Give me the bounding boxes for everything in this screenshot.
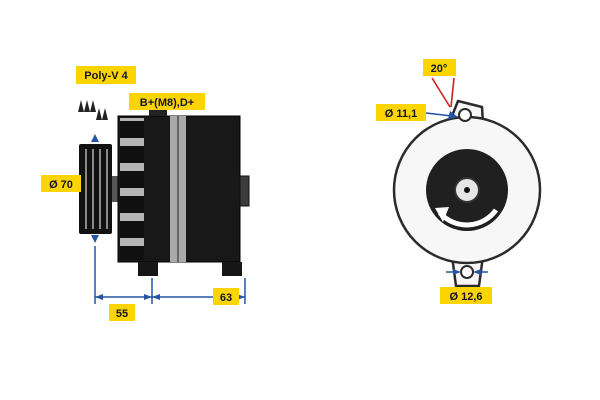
terminals-text: B+(M8),D+ xyxy=(140,97,194,109)
pulley-shaft xyxy=(112,176,120,202)
angle-line xyxy=(431,77,451,108)
shaft-center xyxy=(464,187,470,193)
connector-lug xyxy=(239,175,250,207)
label-background xyxy=(41,175,81,192)
label-background xyxy=(213,288,239,305)
diameter-arrow-bottom xyxy=(91,235,99,243)
label-background xyxy=(76,66,136,84)
front-view: 20° Ø 11,1 Ø 12,6 xyxy=(376,59,542,304)
cooling-fin xyxy=(120,196,144,213)
label-dim-63: 63 xyxy=(213,288,239,305)
dim-arrow xyxy=(453,269,461,275)
label-background xyxy=(376,104,426,121)
rotation-arrowhead xyxy=(435,207,449,222)
bottom-lug-hole xyxy=(460,265,474,279)
pulley-diameter-text: Ø 70 xyxy=(49,179,73,191)
angle-line xyxy=(450,77,455,108)
top-lug-hole xyxy=(458,108,472,122)
cooling-fin xyxy=(120,146,144,163)
dim-arrow xyxy=(152,294,160,300)
cooling-fin xyxy=(120,221,144,238)
dim-63-text: 63 xyxy=(220,292,232,304)
pulley-body xyxy=(79,144,112,234)
mounting-foot-left xyxy=(138,262,158,276)
top-hole-callout: Ø 11,1 xyxy=(376,104,458,121)
dim-arrow xyxy=(473,269,481,275)
bottom-hole-callout: Ø 12,6 xyxy=(440,269,492,304)
mounting-foot-right xyxy=(222,262,242,276)
angle-callout: 20° xyxy=(423,59,456,108)
belt-rib-icon xyxy=(78,100,96,112)
label-background xyxy=(423,59,456,76)
belt-rib-icon xyxy=(96,108,108,120)
rotation-arrow-icon xyxy=(435,207,499,228)
rotation-arc xyxy=(438,208,499,228)
angle-text: 20° xyxy=(431,63,448,75)
label-terminals: B+(M8),D+ xyxy=(129,93,205,110)
fin-column xyxy=(120,118,144,260)
cooling-fin xyxy=(120,171,144,188)
pulley xyxy=(79,134,120,243)
label-background xyxy=(129,93,205,110)
top-hole-text: Ø 11,1 xyxy=(385,108,417,120)
diameter-arrow-top xyxy=(91,134,99,142)
dim-55-text: 55 xyxy=(116,308,128,320)
belt-type-text: Poly-V 4 xyxy=(84,70,128,82)
cooling-fin xyxy=(120,121,144,138)
label-background xyxy=(440,287,492,304)
label-belt-type: Poly-V 4 xyxy=(76,66,136,84)
belt-profile-icon xyxy=(78,100,108,120)
bottom-hole-text: Ø 12,6 xyxy=(449,291,482,303)
terminal-stud xyxy=(149,106,167,116)
leader-line xyxy=(425,112,453,117)
label-pulley-diameter: Ø 70 xyxy=(41,175,81,192)
dimension-55-63 xyxy=(94,246,246,304)
alternator-body-side xyxy=(117,106,250,276)
dim-arrow xyxy=(95,294,103,300)
leader-arrow xyxy=(448,111,458,119)
label-dim-55: 55 xyxy=(109,304,135,321)
cooling-fin xyxy=(120,246,144,260)
dim-arrow xyxy=(144,294,152,300)
label-background xyxy=(109,304,135,321)
side-view: Poly-V 4 B+(M8),D+ Ø 70 55 63 xyxy=(41,66,250,321)
